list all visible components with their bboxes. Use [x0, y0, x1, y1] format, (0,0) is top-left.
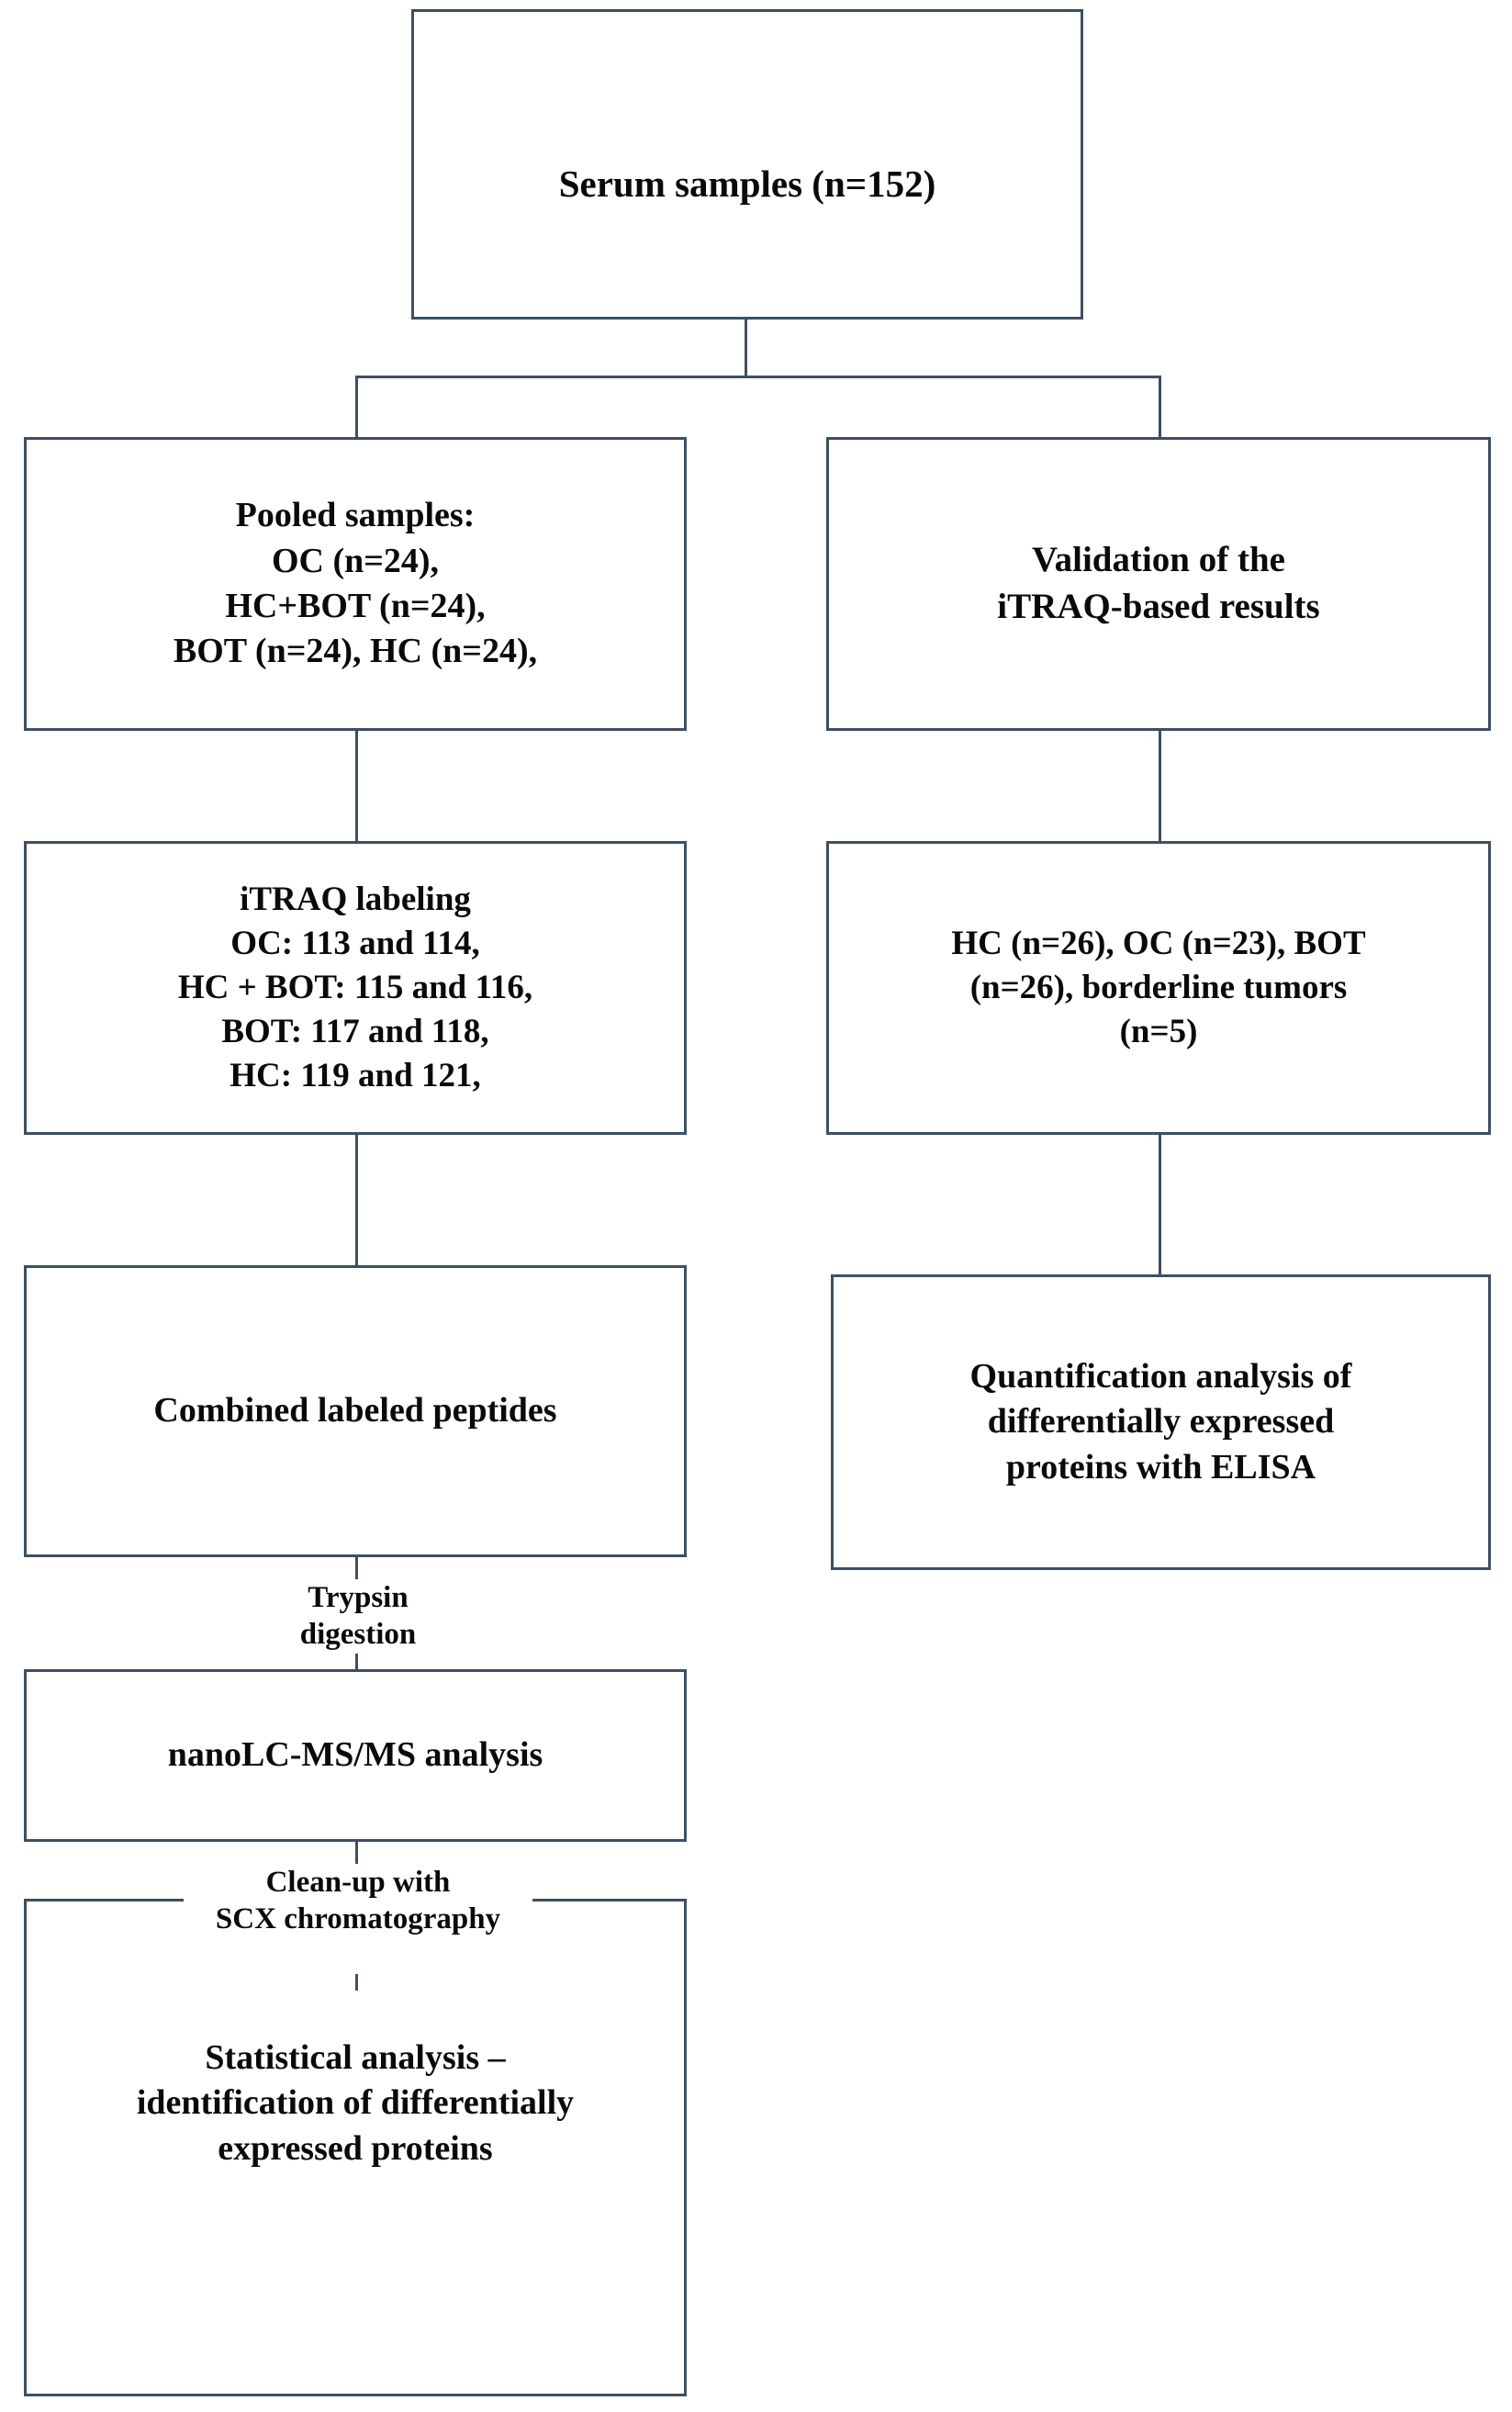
node-validation: Validation of the iTRAQ-based results	[826, 437, 1491, 731]
connector-validation-to-cohorts	[1159, 731, 1161, 843]
node-combined-labeled-peptides-label: Combined labeled peptides	[153, 1391, 557, 1430]
connector-trypsin-to-nanolc	[355, 1649, 358, 1671]
node-itraq-labeling: iTRAQ labeling OC: 113 and 114, HC + BOT…	[24, 841, 687, 1135]
connector-cohorts-to-elisa	[1159, 1135, 1161, 1276]
connector-scx-to-stats	[355, 1974, 358, 1991]
node-itraq-labeling-label: iTRAQ labeling OC: 113 and 114, HC + BOT…	[177, 880, 533, 1095]
node-elisa-quantification: Quantification analysis of differentiall…	[831, 1274, 1491, 1570]
node-combined-labeled-peptides: Combined labeled peptides	[24, 1265, 687, 1557]
node-nanolc-msms-label: nanoLC-MS/MS analysis	[167, 1735, 543, 1775]
connector-branch-to-validation	[1159, 376, 1161, 440]
node-nanolc-msms: nanoLC-MS/MS analysis	[24, 1669, 687, 1842]
node-serum-samples-label: Serum samples (n=152)	[558, 163, 936, 206]
node-validation-label: Validation of the iTRAQ-based results	[997, 540, 1320, 626]
node-validation-cohorts: HC (n=26), OC (n=23), BOT (n=26), border…	[826, 841, 1491, 1135]
edge-label-trypsin-digestion: Trypsin digestion	[248, 1579, 468, 1654]
node-pooled-samples: Pooled samples: OC (n=24), HC+BOT (n=24)…	[24, 437, 687, 731]
node-serum-samples: Serum samples (n=152)	[411, 9, 1083, 320]
node-validation-cohorts-label: HC (n=26), OC (n=23), BOT (n=26), border…	[951, 924, 1366, 1051]
edge-label-scx-cleanup: Clean-up with SCX chromatography	[184, 1864, 532, 1938]
node-statistical-analysis-label: Statistical analysis – identification of…	[136, 2037, 575, 2168]
connector-itraq-to-combined	[355, 1135, 358, 1267]
connector-branch-to-pooled	[355, 376, 358, 440]
connector-nanolc-to-scx	[355, 1842, 358, 1869]
node-elisa-quantification-label: Quantification analysis of differentiall…	[969, 1356, 1352, 1486]
connector-pooled-to-itraq	[355, 731, 358, 843]
connector-branch-bar	[355, 376, 1161, 378]
node-pooled-samples-label: Pooled samples: OC (n=24), HC+BOT (n=24)…	[173, 496, 538, 671]
connector-serum-to-branch	[745, 320, 747, 378]
